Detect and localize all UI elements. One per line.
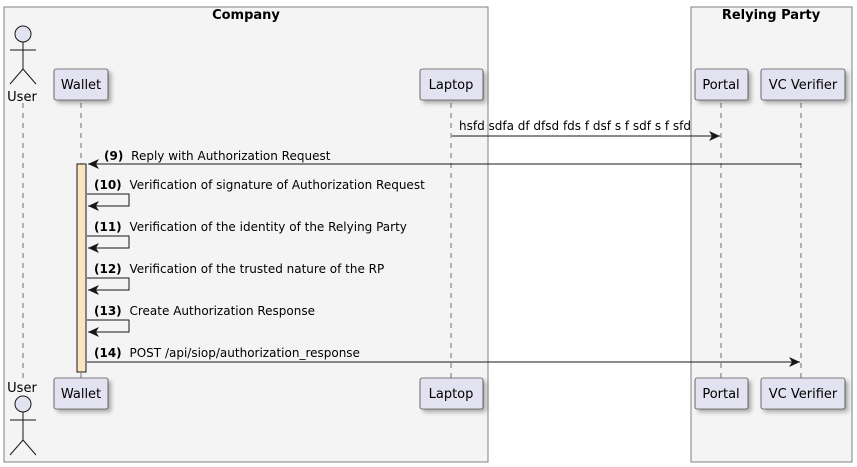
message-text: hsfd sdfa df dfsd fds f dsf s f sdf s f … (459, 119, 691, 133)
user-actor-icon (14, 395, 32, 413)
wallet-label-bottom: Wallet (61, 387, 101, 402)
message-number: (13) (94, 304, 122, 318)
svg-text:(10) Verification of sig: (10) Verification of signature of Author… (94, 178, 425, 192)
wallet-activation-bar (76, 163, 87, 373)
vc-verifier-participant-bottom: VC Verifier (760, 377, 846, 410)
user-label-top: User (7, 90, 37, 105)
svg-text:(12) Verification of the: (12) Verification of the trusted nature … (94, 262, 384, 276)
message-number: (12) (94, 262, 122, 276)
wallet-participant-top: Wallet (53, 68, 109, 101)
user-actor-top: User (7, 25, 37, 105)
message-text: Reply with Authorization Request (131, 149, 331, 163)
svg-text:(9) Reply with Authoriza: (9) Reply with Authorization Request (104, 149, 331, 163)
user-actor-icon (14, 25, 32, 43)
portal-label-bottom: Portal (702, 387, 739, 402)
message-text: Verification of the trusted nature of th… (130, 262, 385, 276)
laptop-label-top: Laptop (429, 78, 474, 93)
message-11: (11) Verification of the identity of the… (87, 220, 407, 253)
company-box-title: Company (212, 8, 280, 23)
wallet-label-top: Wallet (61, 78, 101, 93)
message-text: Verification of signature of Authorizati… (130, 178, 426, 192)
portal-label-top: Portal (702, 78, 739, 93)
message-number: (10) (94, 178, 122, 192)
user-label-bottom: User (7, 381, 37, 396)
laptop-participant-top: Laptop (419, 68, 484, 101)
message-10: (10) Verification of signature of Author… (87, 178, 425, 211)
message-12: (12) Verification of the trusted nature … (87, 262, 384, 295)
laptop-participant-bottom: Laptop (419, 377, 484, 410)
relying-party-box-title: Relying Party (722, 8, 821, 23)
message-9: (9) Reply with Authorization Request (88, 149, 801, 169)
message-13: (13) Create Authorization Response (87, 304, 315, 337)
message-laptop-portal: hsfd sdfa df dfsd fds f dsf s f sdf s f … (452, 119, 720, 141)
portal-participant-bottom: Portal (694, 377, 749, 410)
message-number: (11) (94, 220, 122, 234)
svg-text:(13) Create Authorizatio: (13) Create Authorization Response (94, 304, 315, 318)
vc-verifier-label-bottom: VC Verifier (769, 387, 838, 402)
vc-verifier-participant-top: VC Verifier (760, 68, 846, 101)
laptop-label-bottom: Laptop (429, 387, 474, 402)
message-number: (9) (104, 149, 123, 163)
svg-text:(14) POST /api/siop/auth: (14) POST /api/siop/authorization_respon… (94, 346, 360, 360)
wallet-participant-bottom: Wallet (53, 377, 109, 410)
message-14: (14) POST /api/siop/authorization_respon… (87, 346, 800, 367)
message-text: POST /api/siop/authorization_response (130, 346, 360, 360)
message-text: Verification of the identity of the Rely… (130, 220, 407, 234)
user-actor-bottom: User (7, 381, 37, 456)
svg-text:(11) Verification of the: (11) Verification of the identity of the… (94, 220, 407, 234)
message-text: Create Authorization Response (130, 304, 316, 318)
message-number: (14) (94, 346, 122, 360)
portal-participant-top: Portal (694, 68, 749, 101)
vc-verifier-label-top: VC Verifier (769, 78, 838, 93)
